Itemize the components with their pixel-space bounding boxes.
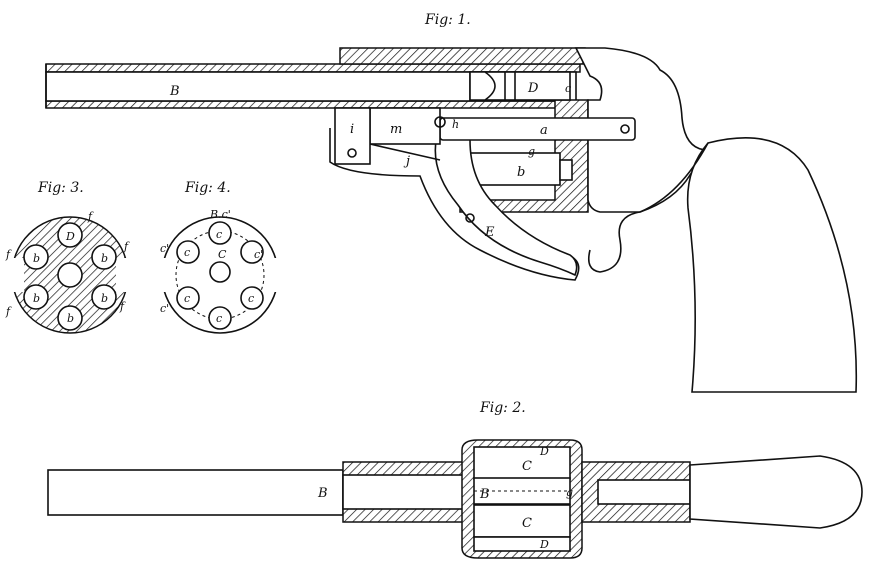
fig3-label-b4: b [101,292,108,305]
fig1-label-barrel: B [169,84,180,99]
fig3-label-f3: f [123,240,130,253]
fig4-label-c4: c [248,292,254,305]
fig3-label-b1: b [33,252,40,265]
fig4-label-c5: c [216,312,222,325]
fig1-label-j: j [403,154,410,169]
fig4-label-top: B.c' [209,208,231,221]
figure-2: Fig: 2. B B C C D D g [47,400,863,559]
fig1-label-clip: c [565,82,571,95]
fig3-label-b5: b [67,312,74,325]
fig1-label-b: b [517,165,525,180]
fig1-title: Fig: 1. [424,12,471,28]
fig1-label-pin: i [350,122,354,137]
fig1-label-cartridge: D [527,81,539,96]
fig2-label-chamber-bottom: C [522,516,532,531]
fig4-label-c3: c [184,292,190,305]
fig4-label-c8: c' [160,302,169,315]
fig1-grip [686,137,858,393]
fig3-label-f2: f [5,248,12,261]
fig4-label-c6: c' [254,248,263,261]
fig2-label-g: g [566,486,573,499]
fig4-label-center: C [218,248,227,261]
figure-4: Fig: 4. B.c' C c c c c c c' c' c' [157,180,283,334]
fig1-trigger [434,124,578,277]
fig2-label-d-top: D [539,445,549,458]
fig3-title: Fig: 3. [37,180,84,196]
fig2-label-d-bottom: D [539,538,549,551]
fig1-label-g: g [528,145,535,158]
fig4-label-c7: c' [160,242,169,255]
fig3-label-f5: f [119,300,126,313]
fig1-label-trigger: E [484,225,495,240]
figure-1: Fig: 1. [45,12,858,393]
fig2-title: Fig: 2. [479,400,526,416]
figure-3: Fig: 3. D b b b b b f f f f f [5,180,134,334]
fig4-label-c2: c [184,246,190,259]
fig4-title: Fig: 4. [184,180,231,196]
fig1-rod [439,117,636,141]
fig3-label-f1: f [87,210,94,223]
fig3-label-b3: b [33,292,40,305]
fig3-label-f4: f [5,305,12,318]
fig2-label-chamber-top: C [522,459,532,474]
fig1-label-rod: a [540,123,548,138]
fig2-label-bore: B [479,487,490,502]
fig1-label-h: h [452,118,459,131]
fig3-label-center: D [65,230,75,243]
fig4-label-c1: c [216,228,222,241]
fig1-hammer [574,47,710,213]
fig1-label-m: m [390,122,402,137]
fig2-label-barrel: B [317,486,328,501]
fig3-label-b2: b [101,252,108,265]
